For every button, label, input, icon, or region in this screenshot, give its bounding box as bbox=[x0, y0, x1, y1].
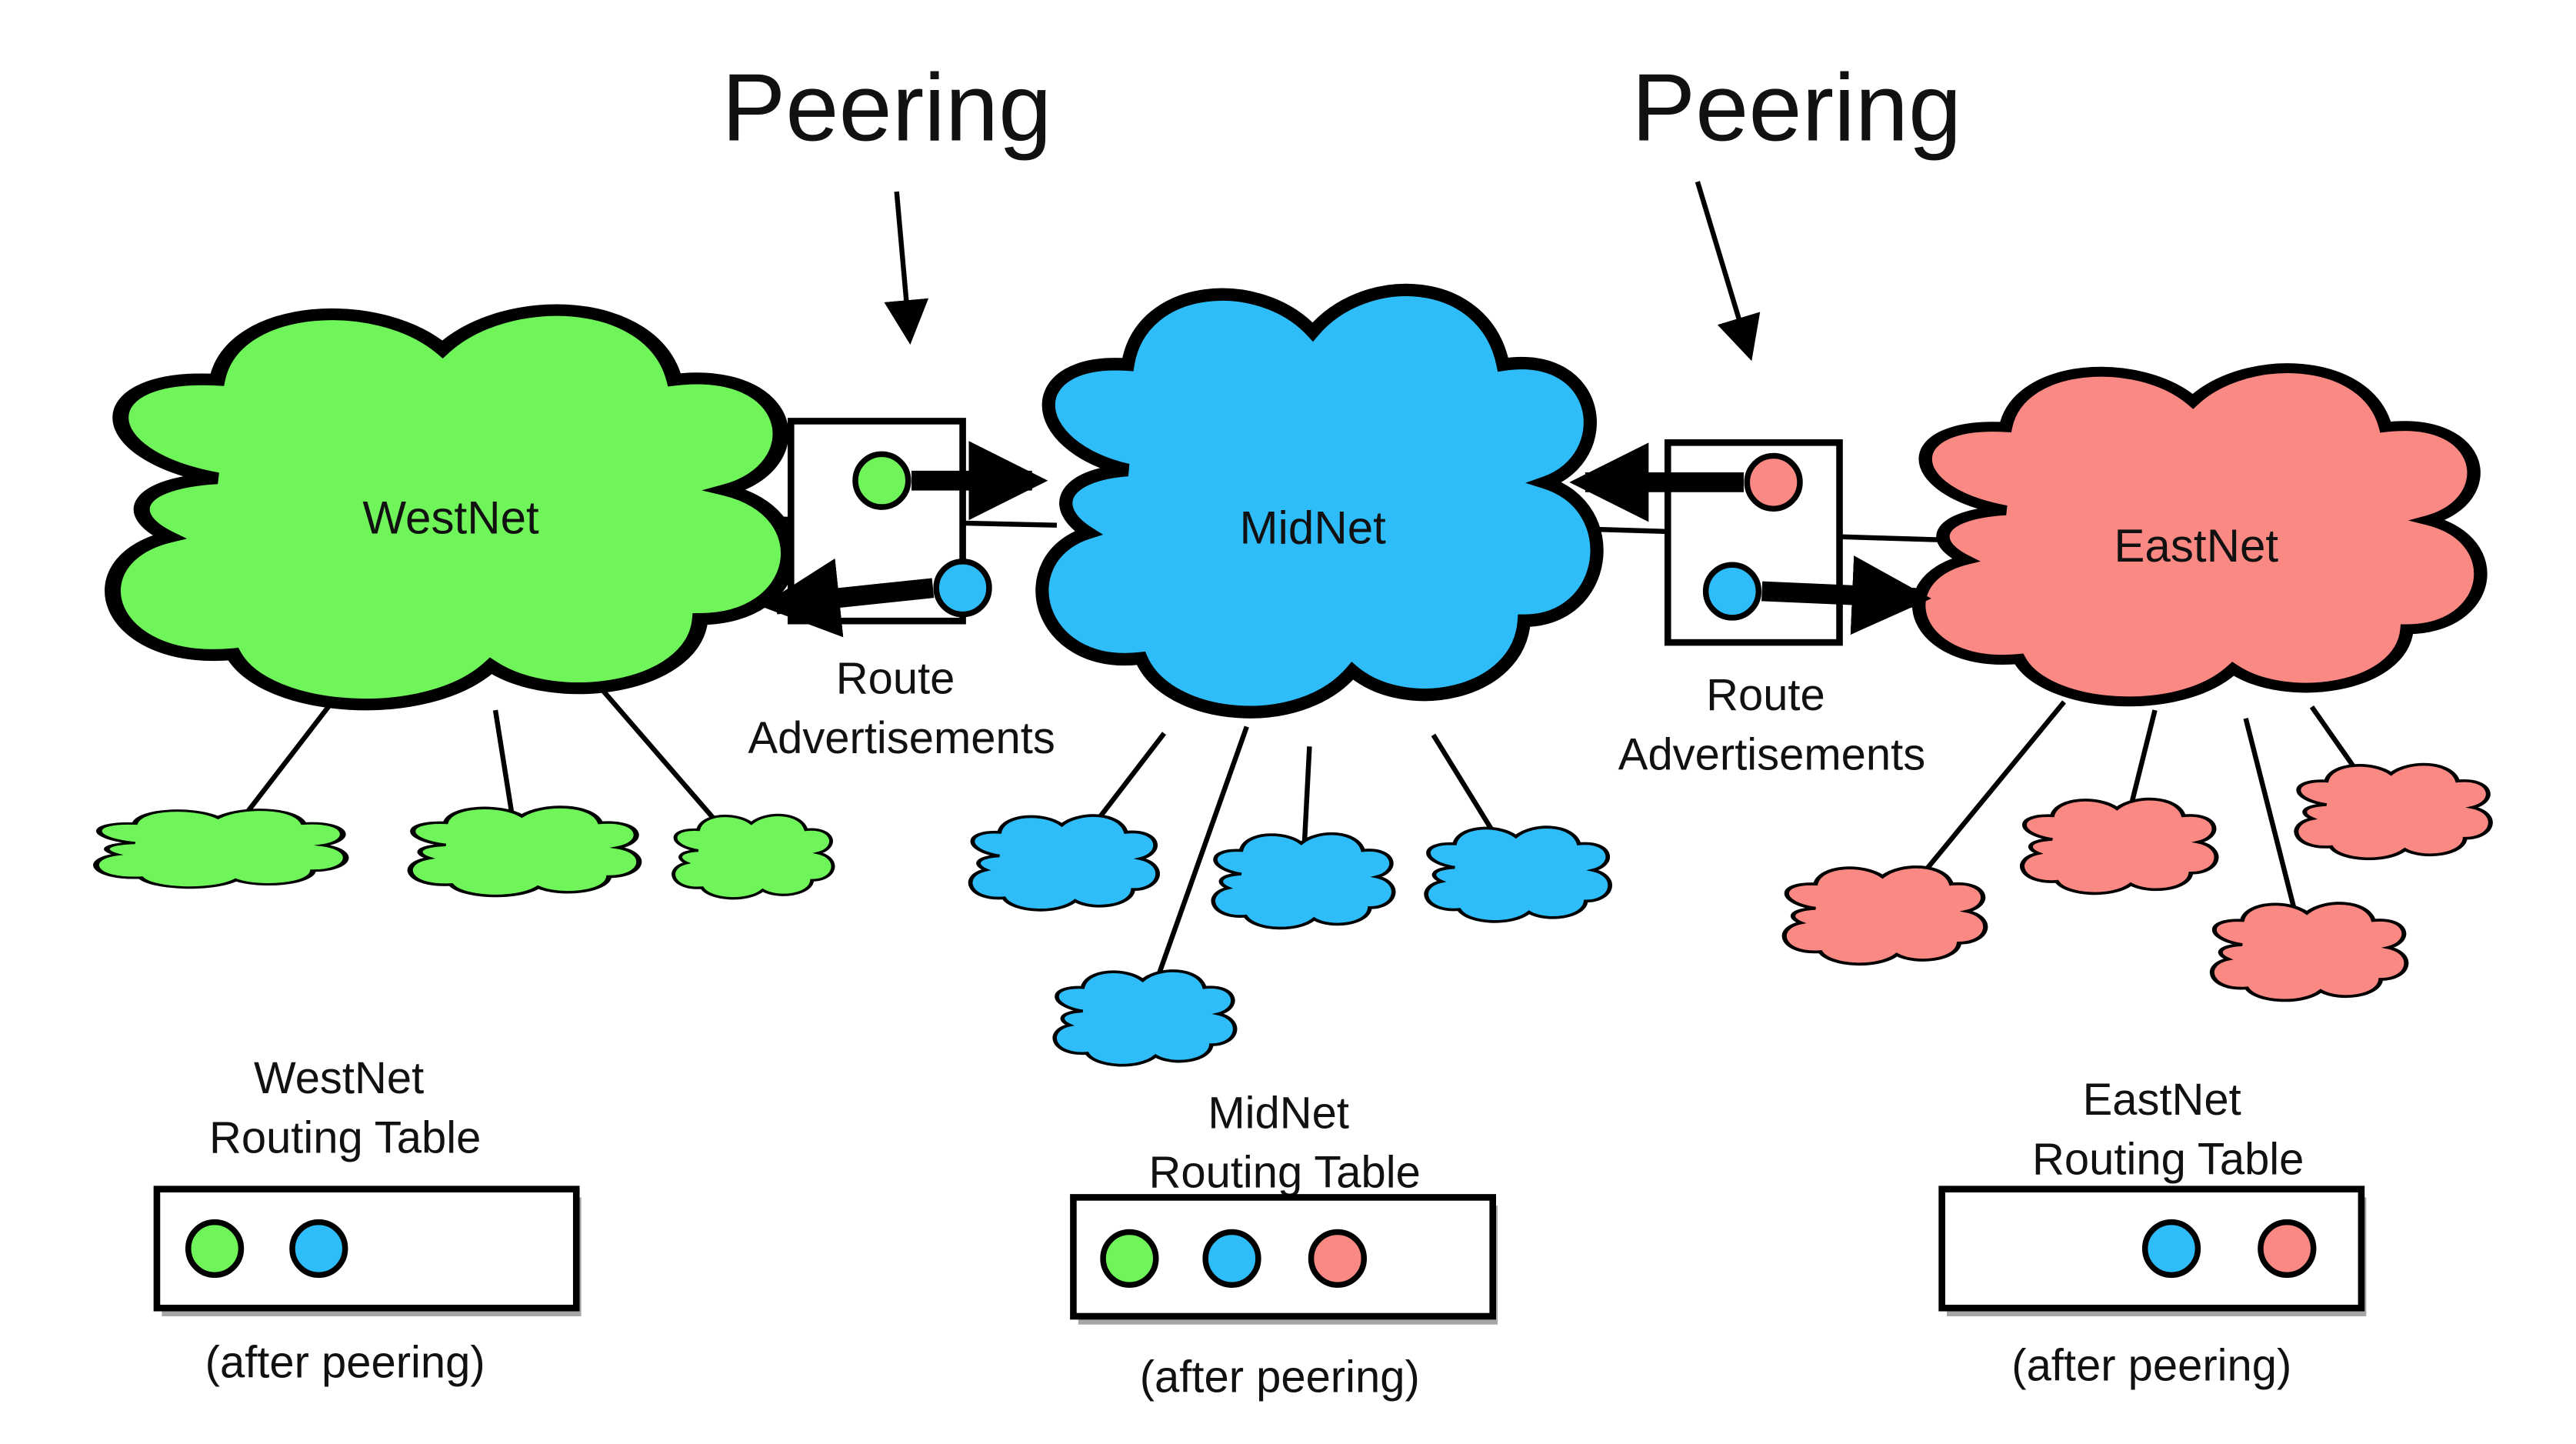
westnet-subnet-cloud bbox=[410, 807, 639, 896]
table-entry-mid bbox=[2145, 1222, 2198, 1276]
peering-heading-right: Peering bbox=[1631, 54, 1961, 161]
midnet-subnet-clouds bbox=[971, 815, 1610, 1065]
route-dot-east bbox=[1747, 456, 1800, 509]
route-dot-west bbox=[855, 454, 908, 507]
westnet-table-title: WestNet Routing Table bbox=[209, 1054, 481, 1162]
eastnet-label: EastNet bbox=[2114, 520, 2278, 572]
route-ads-label-right: Route Advertisements bbox=[1618, 671, 1925, 779]
advertise-arrow-to-eastnet bbox=[1762, 592, 1916, 599]
route-advertisement-box-right bbox=[1585, 442, 1915, 642]
westnet-subnet-cloud bbox=[96, 810, 346, 888]
midnet-cloud: MidNet bbox=[1042, 290, 1597, 712]
peering-heading-left: Peering bbox=[721, 54, 1051, 161]
midnet-routing-table: MidNet Routing Table (after peering) bbox=[1073, 1089, 1498, 1402]
table-entry-west bbox=[1103, 1232, 1156, 1286]
westnet-subnet-cloud bbox=[674, 815, 833, 898]
midnet-subnet-cloud bbox=[1426, 827, 1610, 922]
west-subnet-links bbox=[245, 690, 720, 825]
table-entry-east bbox=[1311, 1232, 1365, 1286]
table-entry-west bbox=[188, 1222, 242, 1276]
eastnet-routing-table: EastNet Routing Table (after peering) bbox=[1942, 1075, 2367, 1391]
midnet-subnet-cloud bbox=[971, 815, 1158, 910]
midnet-subnet-cloud bbox=[1213, 834, 1393, 929]
route-dot-mid bbox=[1706, 565, 1759, 618]
eastnet-subnet-cloud bbox=[2022, 799, 2216, 894]
midnet-table-title: MidNet Routing Table bbox=[1149, 1089, 1421, 1197]
eastnet-subnet-cloud bbox=[2296, 765, 2490, 859]
peering-pointer-left bbox=[897, 192, 910, 340]
route-ads-label-left: Route Advertisements bbox=[748, 655, 1055, 763]
westnet-subnet-clouds bbox=[96, 807, 833, 899]
midnet-table-note: (after peering) bbox=[1140, 1353, 1420, 1402]
eastnet-subnet-clouds bbox=[1785, 765, 2491, 1001]
route-advertisement-box-left bbox=[776, 421, 1032, 621]
eastnet-table-title: EastNet Routing Table bbox=[2032, 1075, 2304, 1184]
eastnet-subnet-cloud bbox=[1785, 867, 1985, 964]
peering-pointer-right bbox=[1698, 182, 1751, 357]
eastnet-cloud: EastNet bbox=[1919, 369, 2481, 702]
westnet-cloud: WestNet bbox=[112, 310, 788, 705]
eastnet-table-note: (after peering) bbox=[2011, 1342, 2291, 1391]
eastnet-subnet-cloud bbox=[2212, 903, 2406, 1000]
westnet-routing-table: WestNet Routing Table (after peering) bbox=[157, 1054, 582, 1387]
midnet-subnet-cloud bbox=[1055, 971, 1235, 1065]
table-entry-east bbox=[2261, 1222, 2314, 1276]
westnet-label: WestNet bbox=[362, 492, 539, 543]
midnet-label: MidNet bbox=[1239, 502, 1386, 553]
westnet-table-note: (after peering) bbox=[205, 1338, 485, 1387]
table-entry-mid bbox=[292, 1222, 345, 1276]
route-dot-mid bbox=[936, 562, 989, 615]
table-entry-mid bbox=[1205, 1232, 1258, 1286]
